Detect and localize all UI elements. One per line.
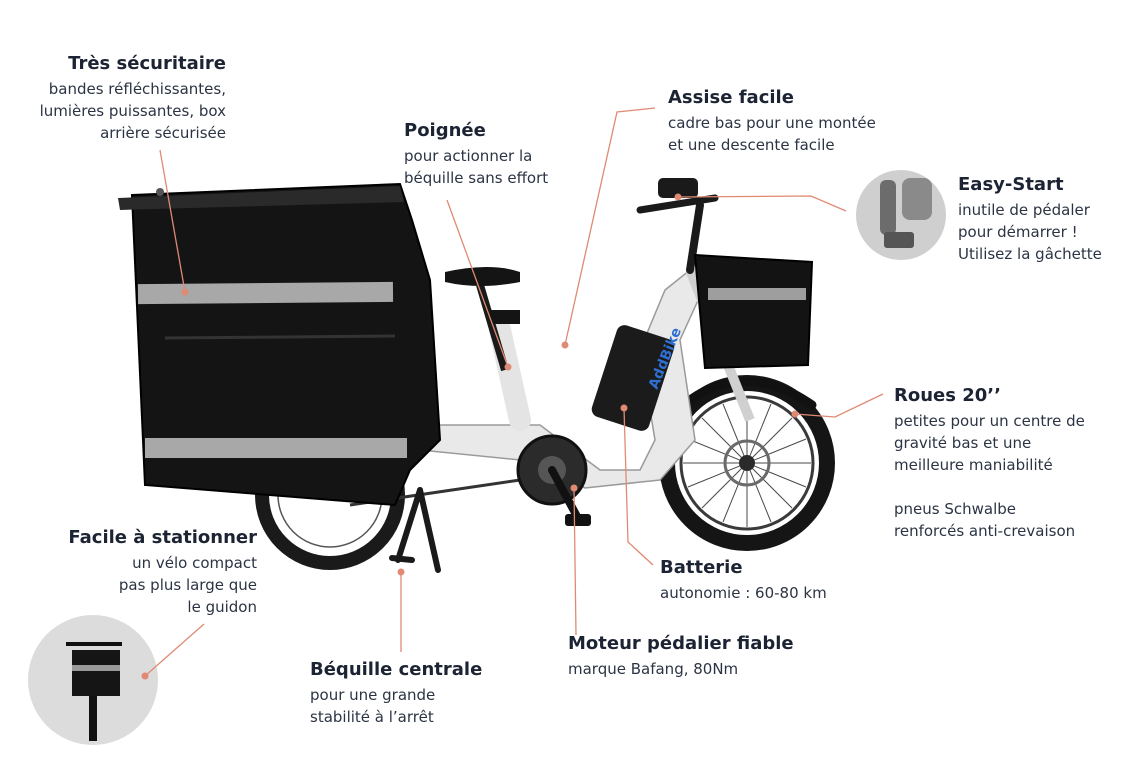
feature-text: béquille sans effort	[404, 169, 549, 187]
feature-poignee: Poignée pour actionner la béquille sans …	[404, 119, 594, 189]
cargo-bike: AddBike	[118, 178, 835, 573]
feature-text: arrière sécurisée	[100, 124, 226, 142]
feature-text: stabilité à l’arrêt	[310, 708, 434, 726]
feature-title: Poignée	[404, 120, 486, 141]
feature-text: renforcés anti-crevaison	[894, 522, 1076, 540]
handlebar	[636, 178, 719, 274]
feature-title: Roues 20’’	[894, 385, 1001, 406]
motor	[516, 434, 591, 526]
feature-moteur: Moteur pédalier fiable marque Bafang, 80…	[568, 632, 828, 680]
feature-batterie: Batterie autonomie : 60-80 km	[660, 556, 880, 604]
feature-roues: Roues 20’’ petites pour un centre de gra…	[894, 384, 1134, 542]
compact-bike-inset	[28, 615, 158, 745]
feature-text: meilleure maniabilité	[894, 456, 1053, 474]
rear-cargo-box	[118, 182, 442, 507]
feature-text: le guidon	[187, 598, 257, 616]
feature-text: un vélo compact	[132, 554, 257, 572]
feature-text: autonomie : 60-80 km	[660, 584, 827, 602]
feature-text: pas plus large que	[118, 576, 257, 594]
saddle	[445, 267, 520, 372]
feature-title: Assise facile	[668, 87, 794, 108]
feature-bequille: Béquille centrale pour une grande stabil…	[310, 658, 510, 728]
feature-text: cadre bas pour une montée	[668, 114, 876, 132]
feature-title: Béquille centrale	[310, 659, 483, 680]
feature-text: petites pour un centre de	[894, 412, 1085, 430]
feature-text: pour une grande	[310, 686, 436, 704]
feature-easystart: Easy-Start inutile de pédaler pour démar…	[958, 173, 1133, 265]
front-basket	[693, 253, 814, 370]
feature-text: gravité bas et une	[894, 434, 1032, 452]
feature-title: Moteur pédalier fiable	[568, 633, 794, 654]
kickstand	[389, 487, 441, 573]
feature-title: Batterie	[660, 557, 743, 578]
feature-stationner: Facile à stationner un vélo compact pas …	[40, 526, 257, 618]
feature-title: Easy-Start	[958, 174, 1064, 195]
feature-text: et une descente facile	[668, 136, 835, 154]
feature-securitaire: Très sécuritaire bandes réfléchissantes,…	[8, 52, 226, 144]
feature-title: Très sécuritaire	[68, 53, 226, 74]
feature-title: Facile à stationner	[68, 527, 257, 548]
feature-text: Utilisez la gâchette	[958, 245, 1102, 263]
feature-text: pneus Schwalbe	[894, 500, 1016, 518]
feature-text: inutile de pédaler	[958, 201, 1090, 219]
feature-assise: Assise facile cadre bas pour une montée …	[668, 86, 928, 156]
feature-text: pour démarrer !	[958, 223, 1078, 241]
feature-text: pour actionner la	[404, 147, 533, 165]
leader-lines	[141, 107, 884, 680]
feature-text: marque Bafang, 80Nm	[568, 660, 739, 678]
feature-text: bandes réfléchissantes,	[48, 80, 226, 98]
feature-text: lumières puissantes, box	[39, 102, 226, 120]
easy-start-inset	[856, 170, 946, 260]
